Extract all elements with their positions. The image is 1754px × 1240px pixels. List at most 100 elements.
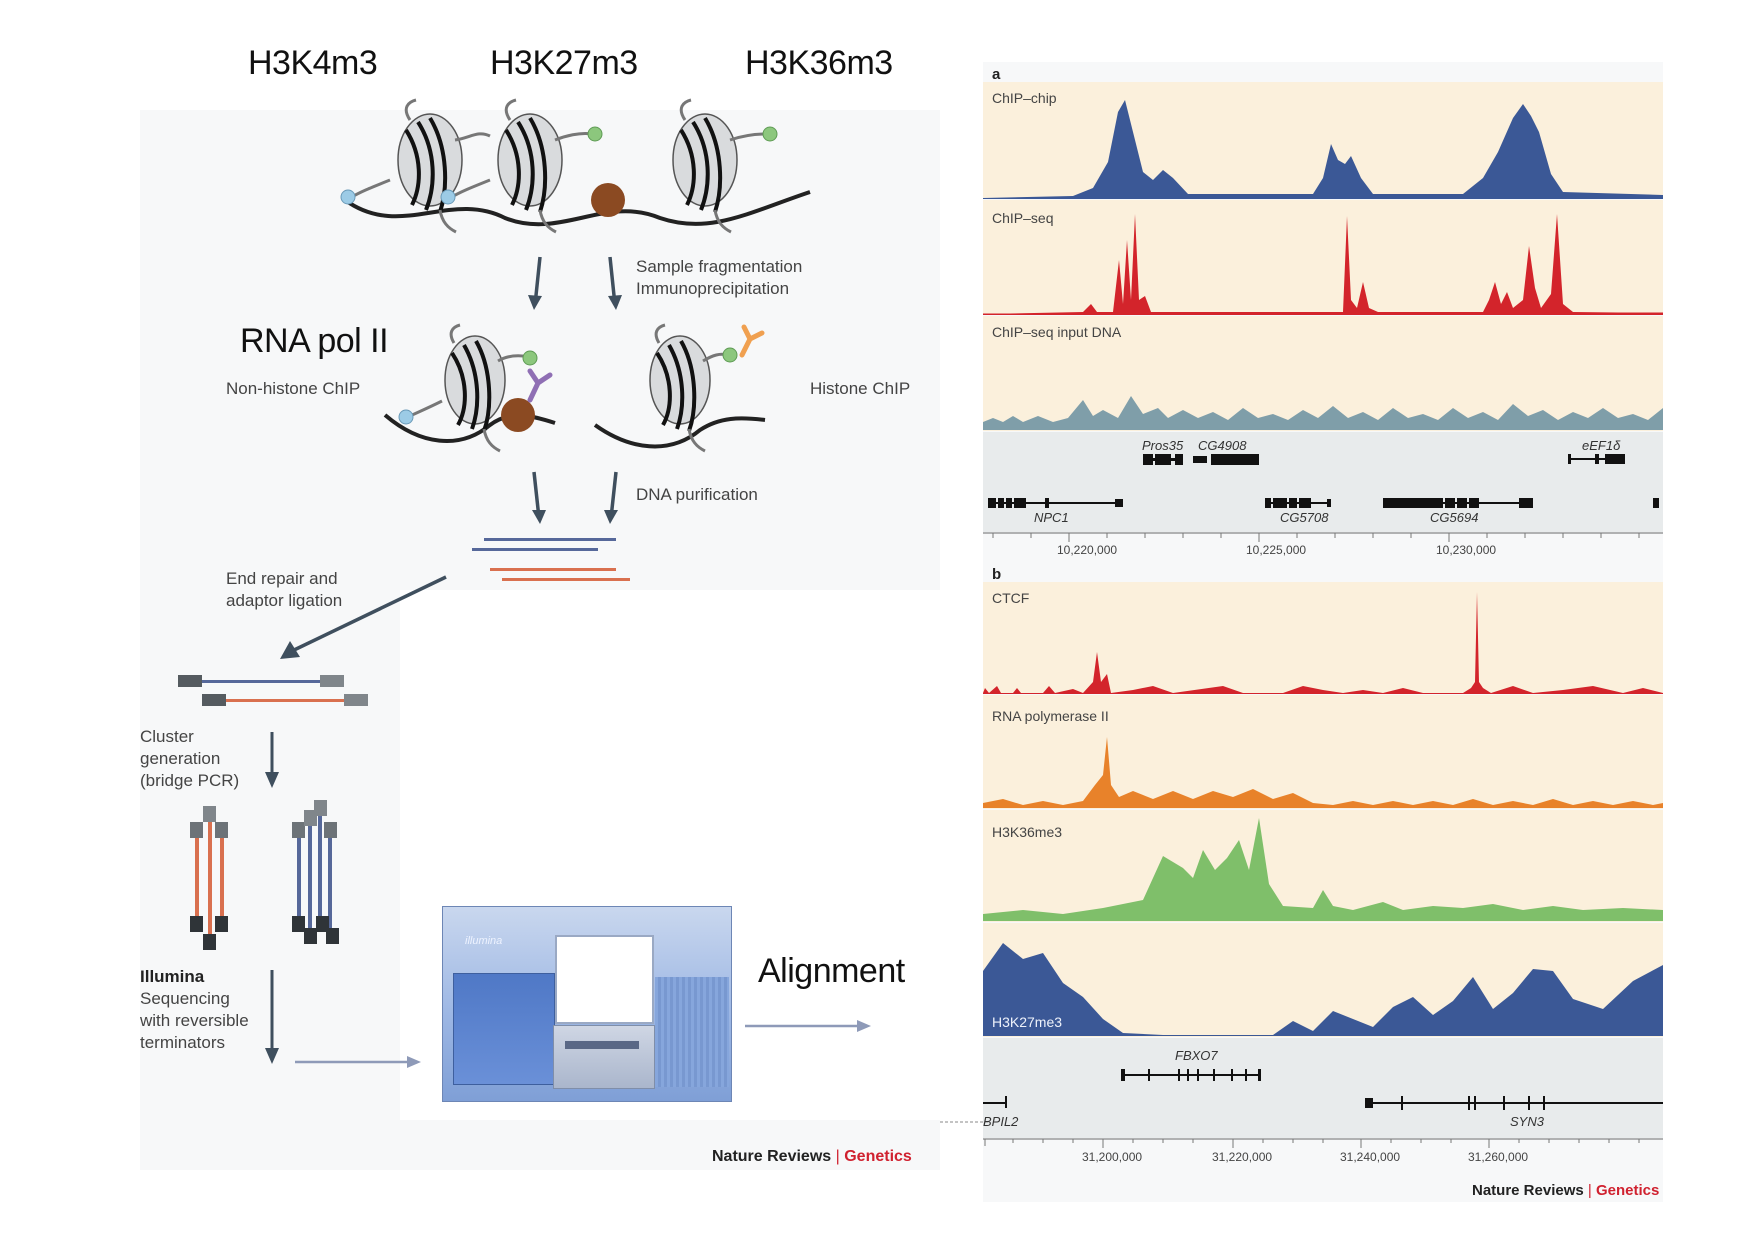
sequencer-left-panel	[453, 973, 555, 1085]
gene-model-fbxo7	[1121, 1069, 1261, 1081]
gene-fbxo7: FBXO7	[1175, 1048, 1218, 1063]
step-end-repair-line1: End repair and	[226, 569, 338, 588]
sequencer-brand: illumina	[465, 935, 503, 947]
right-credit-journal: Nature Reviews	[1472, 1182, 1584, 1199]
arrows-fragmentation	[528, 256, 622, 310]
mark-title-h3k27m3: H3K27m3	[490, 44, 638, 82]
tick-a-1: 10,220,000	[1057, 543, 1118, 557]
arrow-cluster	[265, 732, 279, 788]
gene-model-pros35	[1143, 454, 1183, 465]
track-input-dna-label: ChIP–seq input DNA	[992, 324, 1122, 340]
step-fragmentation-line1: Sample fragmentation	[636, 257, 803, 276]
step-fragmentation-line2: Immunoprecipitation	[636, 279, 790, 298]
gene-eef1d: eEF1δ	[1582, 438, 1621, 453]
histone-chip-label: Histone ChIP	[810, 379, 911, 398]
tick-b-1: 31,200,000	[1082, 1150, 1143, 1164]
track-ctcf-signal	[983, 592, 1663, 694]
arrow-alignment	[745, 1020, 871, 1032]
gene-syn3: SYN3	[1510, 1114, 1544, 1129]
left-credit-sep: |	[835, 1148, 840, 1165]
sequencer-slot	[565, 1041, 639, 1049]
bpil2-dashed-connector	[940, 1121, 988, 1123]
step-illumina-line2: with reversible	[140, 1011, 249, 1030]
step-end-repair-line2: adaptor ligation	[226, 591, 343, 610]
cluster-orange	[190, 806, 228, 950]
track-chip-seq-label: ChIP–seq	[992, 210, 1054, 226]
gene-models-b	[983, 1069, 1663, 1148]
alignment-label: Alignment	[758, 952, 905, 990]
gene-model-bpil2	[983, 1096, 1007, 1108]
gene-cg5708: CG5708	[1280, 510, 1329, 525]
gene-track-a	[983, 432, 1663, 534]
arrow-ligation	[280, 575, 447, 659]
left-credit: Nature Reviews | Genetics	[712, 1148, 912, 1166]
gene-models-a	[983, 454, 1663, 542]
tick-b-2: 31,220,000	[1212, 1150, 1273, 1164]
adaptor-fragments	[178, 675, 368, 706]
tick-a-2: 10,225,000	[1246, 543, 1307, 557]
right-credit-section: Genetics	[1595, 1182, 1660, 1199]
track-chip-chip-label: ChIP–chip	[992, 90, 1057, 106]
tick-b-3: 31,240,000	[1340, 1150, 1401, 1164]
right-credit-sep: |	[1587, 1182, 1592, 1199]
nucleosome-2	[440, 98, 625, 234]
right-credit: Nature Reviews | Genetics	[1472, 1182, 1659, 1199]
gene-model-syn3	[1365, 1096, 1663, 1110]
gene-model-cg5708	[1265, 498, 1331, 508]
mark-title-h3k4m3: H3K4m3	[248, 44, 378, 82]
non-histone-chip-label: Non-histone ChIP	[226, 379, 361, 398]
track-h3k36-signal	[983, 818, 1663, 921]
track-ctcf-label: CTCF	[992, 590, 1030, 606]
sequencer-door	[553, 1025, 655, 1089]
track-pol2-label: RNA polymerase II	[992, 708, 1109, 724]
track-input-dna	[983, 316, 1663, 431]
step-illumina-line3: terminators	[140, 1033, 226, 1052]
rna-pol-ii-label: RNA pol II	[240, 322, 389, 360]
track-chip-seq-signal	[982, 214, 1664, 315]
sequencer-machine: illumina	[442, 906, 732, 1102]
track-h3k27-signal	[983, 943, 1663, 1036]
step-cluster-line3: (bridge PCR)	[140, 771, 240, 790]
track-chip-seq	[983, 200, 1663, 315]
tick-a-3: 10,230,000	[1436, 543, 1497, 557]
track-h3k27-label: H3K27me3	[992, 1014, 1063, 1030]
gene-cg4908: CG4908	[1198, 438, 1247, 453]
chip-nucleosomes	[383, 323, 766, 453]
left-credit-journal: Nature Reviews	[712, 1148, 832, 1165]
gene-model-eef1d	[1568, 454, 1625, 464]
non-histone-nucleosome	[383, 323, 556, 453]
nucleosome-1	[340, 98, 491, 234]
step-illumina-bold: Illumina	[140, 967, 205, 986]
cluster-blue	[292, 800, 339, 944]
gene-model-npc1	[988, 498, 1123, 508]
panel-a-letter: a	[992, 66, 1001, 83]
gene-bpil2: BPIL2	[983, 1114, 1019, 1129]
track-h3k36-label: H3K36me3	[992, 824, 1063, 840]
dna-fragments	[472, 538, 630, 581]
tick-b-4: 31,260,000	[1468, 1150, 1529, 1164]
clusters	[190, 800, 339, 950]
arrow-to-sequencer	[295, 1056, 421, 1068]
arrow-sequencing	[265, 970, 279, 1064]
step-cluster-line2: generation	[140, 749, 221, 768]
track-chip-chip-signal	[983, 100, 1663, 199]
gene-pros35: Pros35	[1142, 438, 1184, 453]
gene-npc1: NPC1	[1034, 510, 1069, 525]
arrows-dna-purification	[532, 471, 618, 524]
gene-model-cg5694	[1383, 498, 1533, 508]
left-credit-section: Genetics	[844, 1148, 912, 1165]
gene-track-b	[983, 1038, 1663, 1140]
step-cluster-line1: Cluster	[140, 727, 194, 746]
chromatin-nucleosomes	[340, 98, 811, 234]
mark-title-h3k36m3: H3K36m3	[745, 44, 893, 82]
left-figure-background-bottom	[400, 1120, 940, 1170]
panel-b-letter: b	[992, 566, 1002, 583]
histone-nucleosome	[593, 323, 766, 453]
gene-cg5694: CG5694	[1430, 510, 1479, 525]
step-illumina-line1: Sequencing	[140, 989, 230, 1008]
nucleosome-3	[672, 98, 778, 234]
track-pol2-signal	[983, 737, 1663, 808]
sequencer-right-side	[655, 977, 729, 1087]
step-dna-purification: DNA purification	[636, 485, 758, 504]
sequencer-window	[555, 935, 654, 1024]
